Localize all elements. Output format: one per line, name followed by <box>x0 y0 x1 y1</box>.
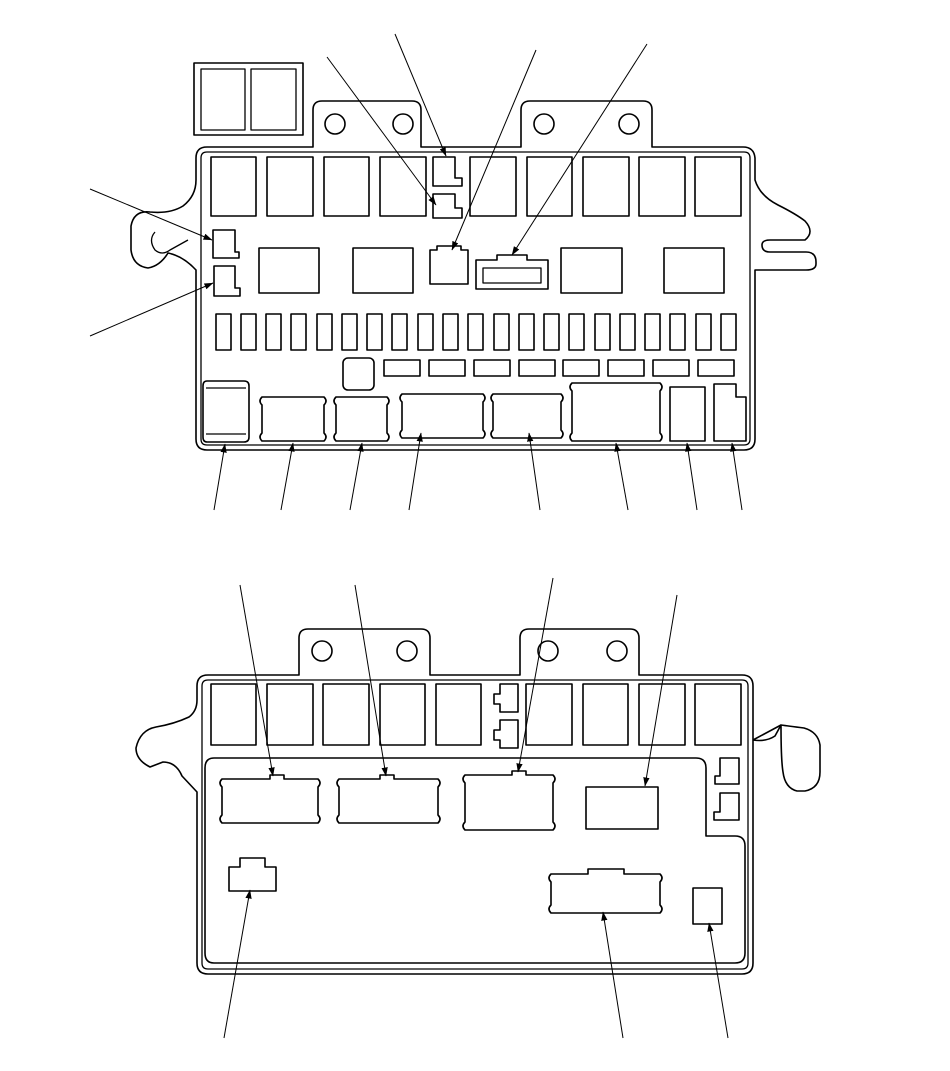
front-mid-block-1 <box>258 247 320 294</box>
top-relay-socket <box>193 62 304 136</box>
front-mid-connector-3 <box>429 245 469 285</box>
rear-cover-panel <box>204 757 746 964</box>
front-mid-connector-4 <box>475 254 549 290</box>
rear-right-connector-lower <box>713 792 740 821</box>
front-small-connector-upper <box>432 156 463 187</box>
front-fuse-row <box>215 313 737 351</box>
rear-right-connector-upper <box>714 757 740 785</box>
front-mid-block-5 <box>560 247 623 294</box>
front-mounting-hole-2 <box>392 113 414 135</box>
front-mini-fuse-row <box>383 359 735 377</box>
front-housing-outline <box>130 100 817 451</box>
rear-mounting-hole-3 <box>537 640 559 662</box>
rear-mounting-hole-1 <box>311 640 333 662</box>
front-mid-block-2 <box>352 247 414 294</box>
rear-relay-row <box>210 683 742 746</box>
rear-mounting-hole-4 <box>606 640 628 662</box>
rear-small-connector-upper <box>493 683 519 713</box>
front-bottom-connectors <box>202 380 747 443</box>
front-left-connector-lower <box>213 265 241 297</box>
rear-connectors <box>219 770 723 925</box>
front-left-connector-upper <box>212 229 240 259</box>
front-mounting-hole-3 <box>533 113 555 135</box>
front-mounting-hole-4 <box>618 113 640 135</box>
front-housing-inner-lip <box>200 151 751 446</box>
rear-mounting-hole-2 <box>396 640 418 662</box>
rear-view <box>135 577 821 1039</box>
front-square-socket <box>342 357 375 391</box>
front-mounting-hole-1 <box>324 113 346 135</box>
rear-housing-outline <box>135 628 821 975</box>
rear-housing-inner-lip <box>201 679 749 970</box>
front-small-connector-lower <box>432 193 463 219</box>
front-relay-row <box>210 156 742 217</box>
rear-small-connector-lower <box>493 719 519 749</box>
front-left-hook-slot <box>150 231 189 254</box>
front-leader-lines <box>89 33 743 511</box>
rear-leader-lines <box>223 577 729 1039</box>
front-mid-block-6 <box>663 247 725 294</box>
front-view <box>89 33 817 511</box>
